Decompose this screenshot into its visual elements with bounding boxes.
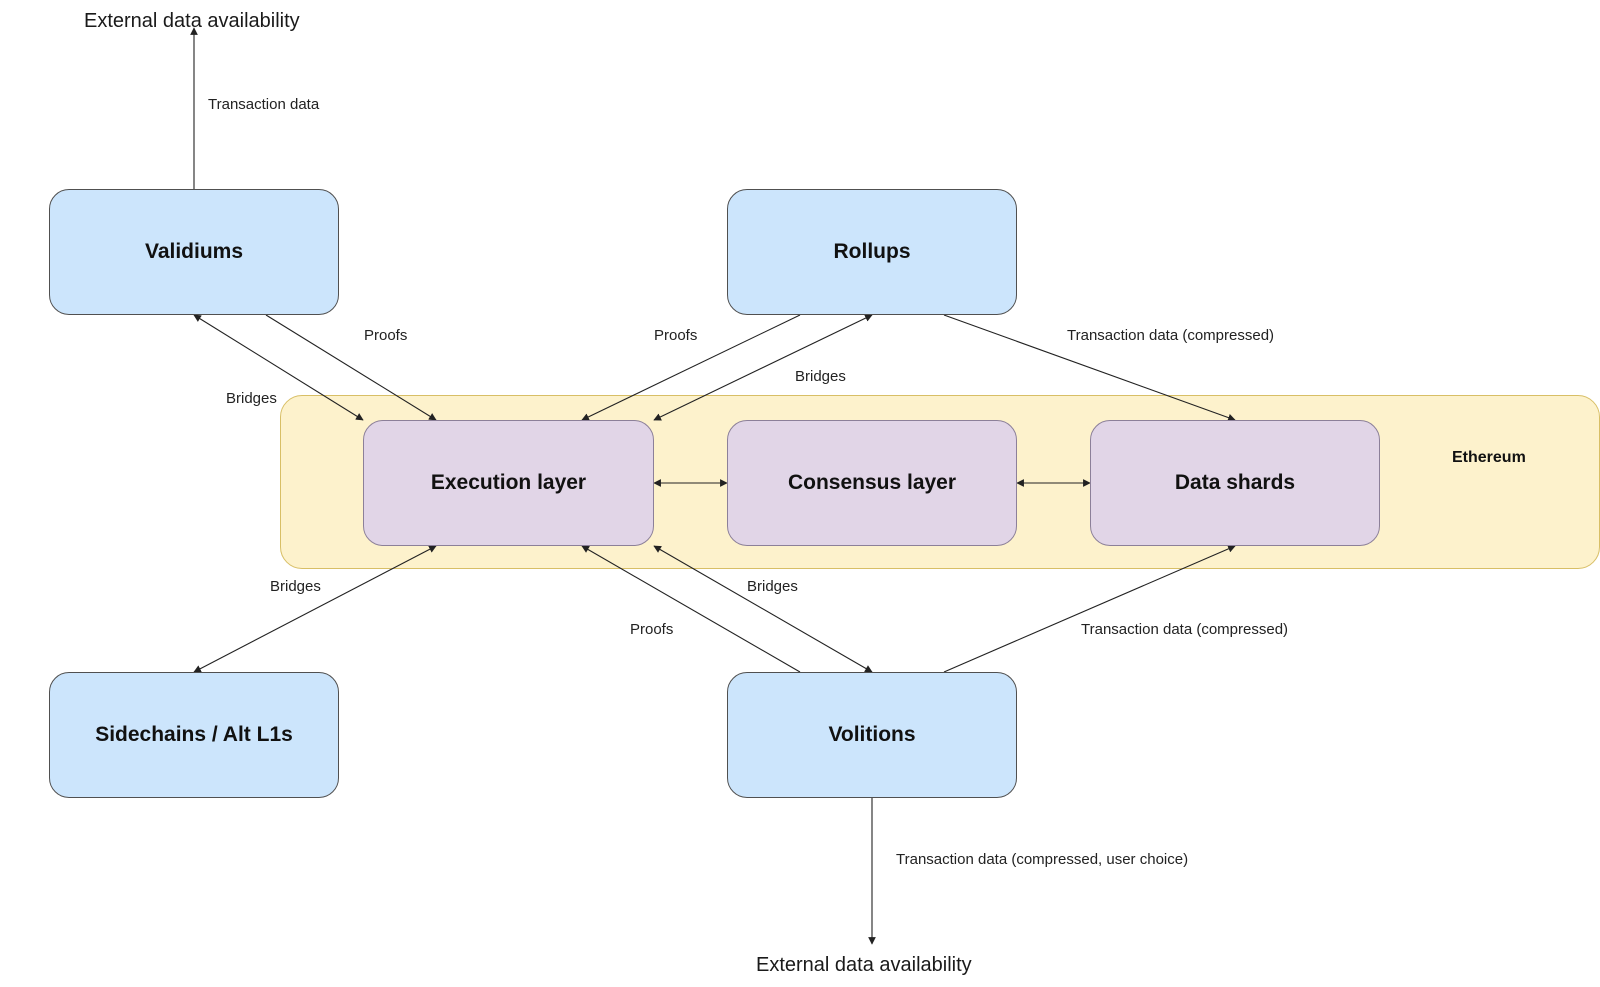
node-sidechains-label: Sidechains / Alt L1s [95,723,293,746]
edge-label-rollups-txdata: Transaction data (compressed) [1067,327,1275,344]
node-sidechains[interactable]: Sidechains / Alt L1s [49,672,339,798]
ethereum-region-label: Ethereum [1452,449,1526,466]
edge-label-validiums-bridges: Bridges [226,390,277,407]
edge-label-volitions-proofs: Proofs [630,621,674,638]
edge-label-volitions-bridges: Bridges [747,578,798,595]
node-data-shards[interactable]: Data shards [1090,420,1380,546]
external-data-availability-top: External data availability [84,10,300,32]
edge-label-rollups-proofs: Proofs [654,327,698,344]
node-rollups[interactable]: Rollups [727,189,1017,315]
node-execution-layer[interactable]: Execution layer [363,420,654,546]
node-volitions-label: Volitions [828,723,916,746]
node-consensus-layer[interactable]: Consensus layer [727,420,1017,546]
node-validiums-label: Validiums [144,240,244,263]
edge-label-volitions-external: Transaction data (compressed, user choic… [896,851,1189,868]
edge-label-rollups-bridges: Bridges [795,368,846,385]
node-rollups-label: Rollups [833,240,911,263]
edge-label-validiums-proofs: Proofs [364,327,408,344]
node-execution-layer-label: Execution layer [430,471,587,494]
node-data-shards-label: Data shards [1174,471,1296,494]
node-validiums[interactable]: Validiums [49,189,339,315]
edge-label-sidechains-bridges: Bridges [270,578,321,595]
external-data-availability-bottom: External data availability [756,954,972,976]
node-volitions[interactable]: Volitions [727,672,1017,798]
edge-label-volitions-txdata: Transaction data (compressed) [1081,621,1289,638]
edge-label-validiums-txdata: Transaction data [208,96,320,113]
node-consensus-layer-label: Consensus layer [787,471,957,494]
